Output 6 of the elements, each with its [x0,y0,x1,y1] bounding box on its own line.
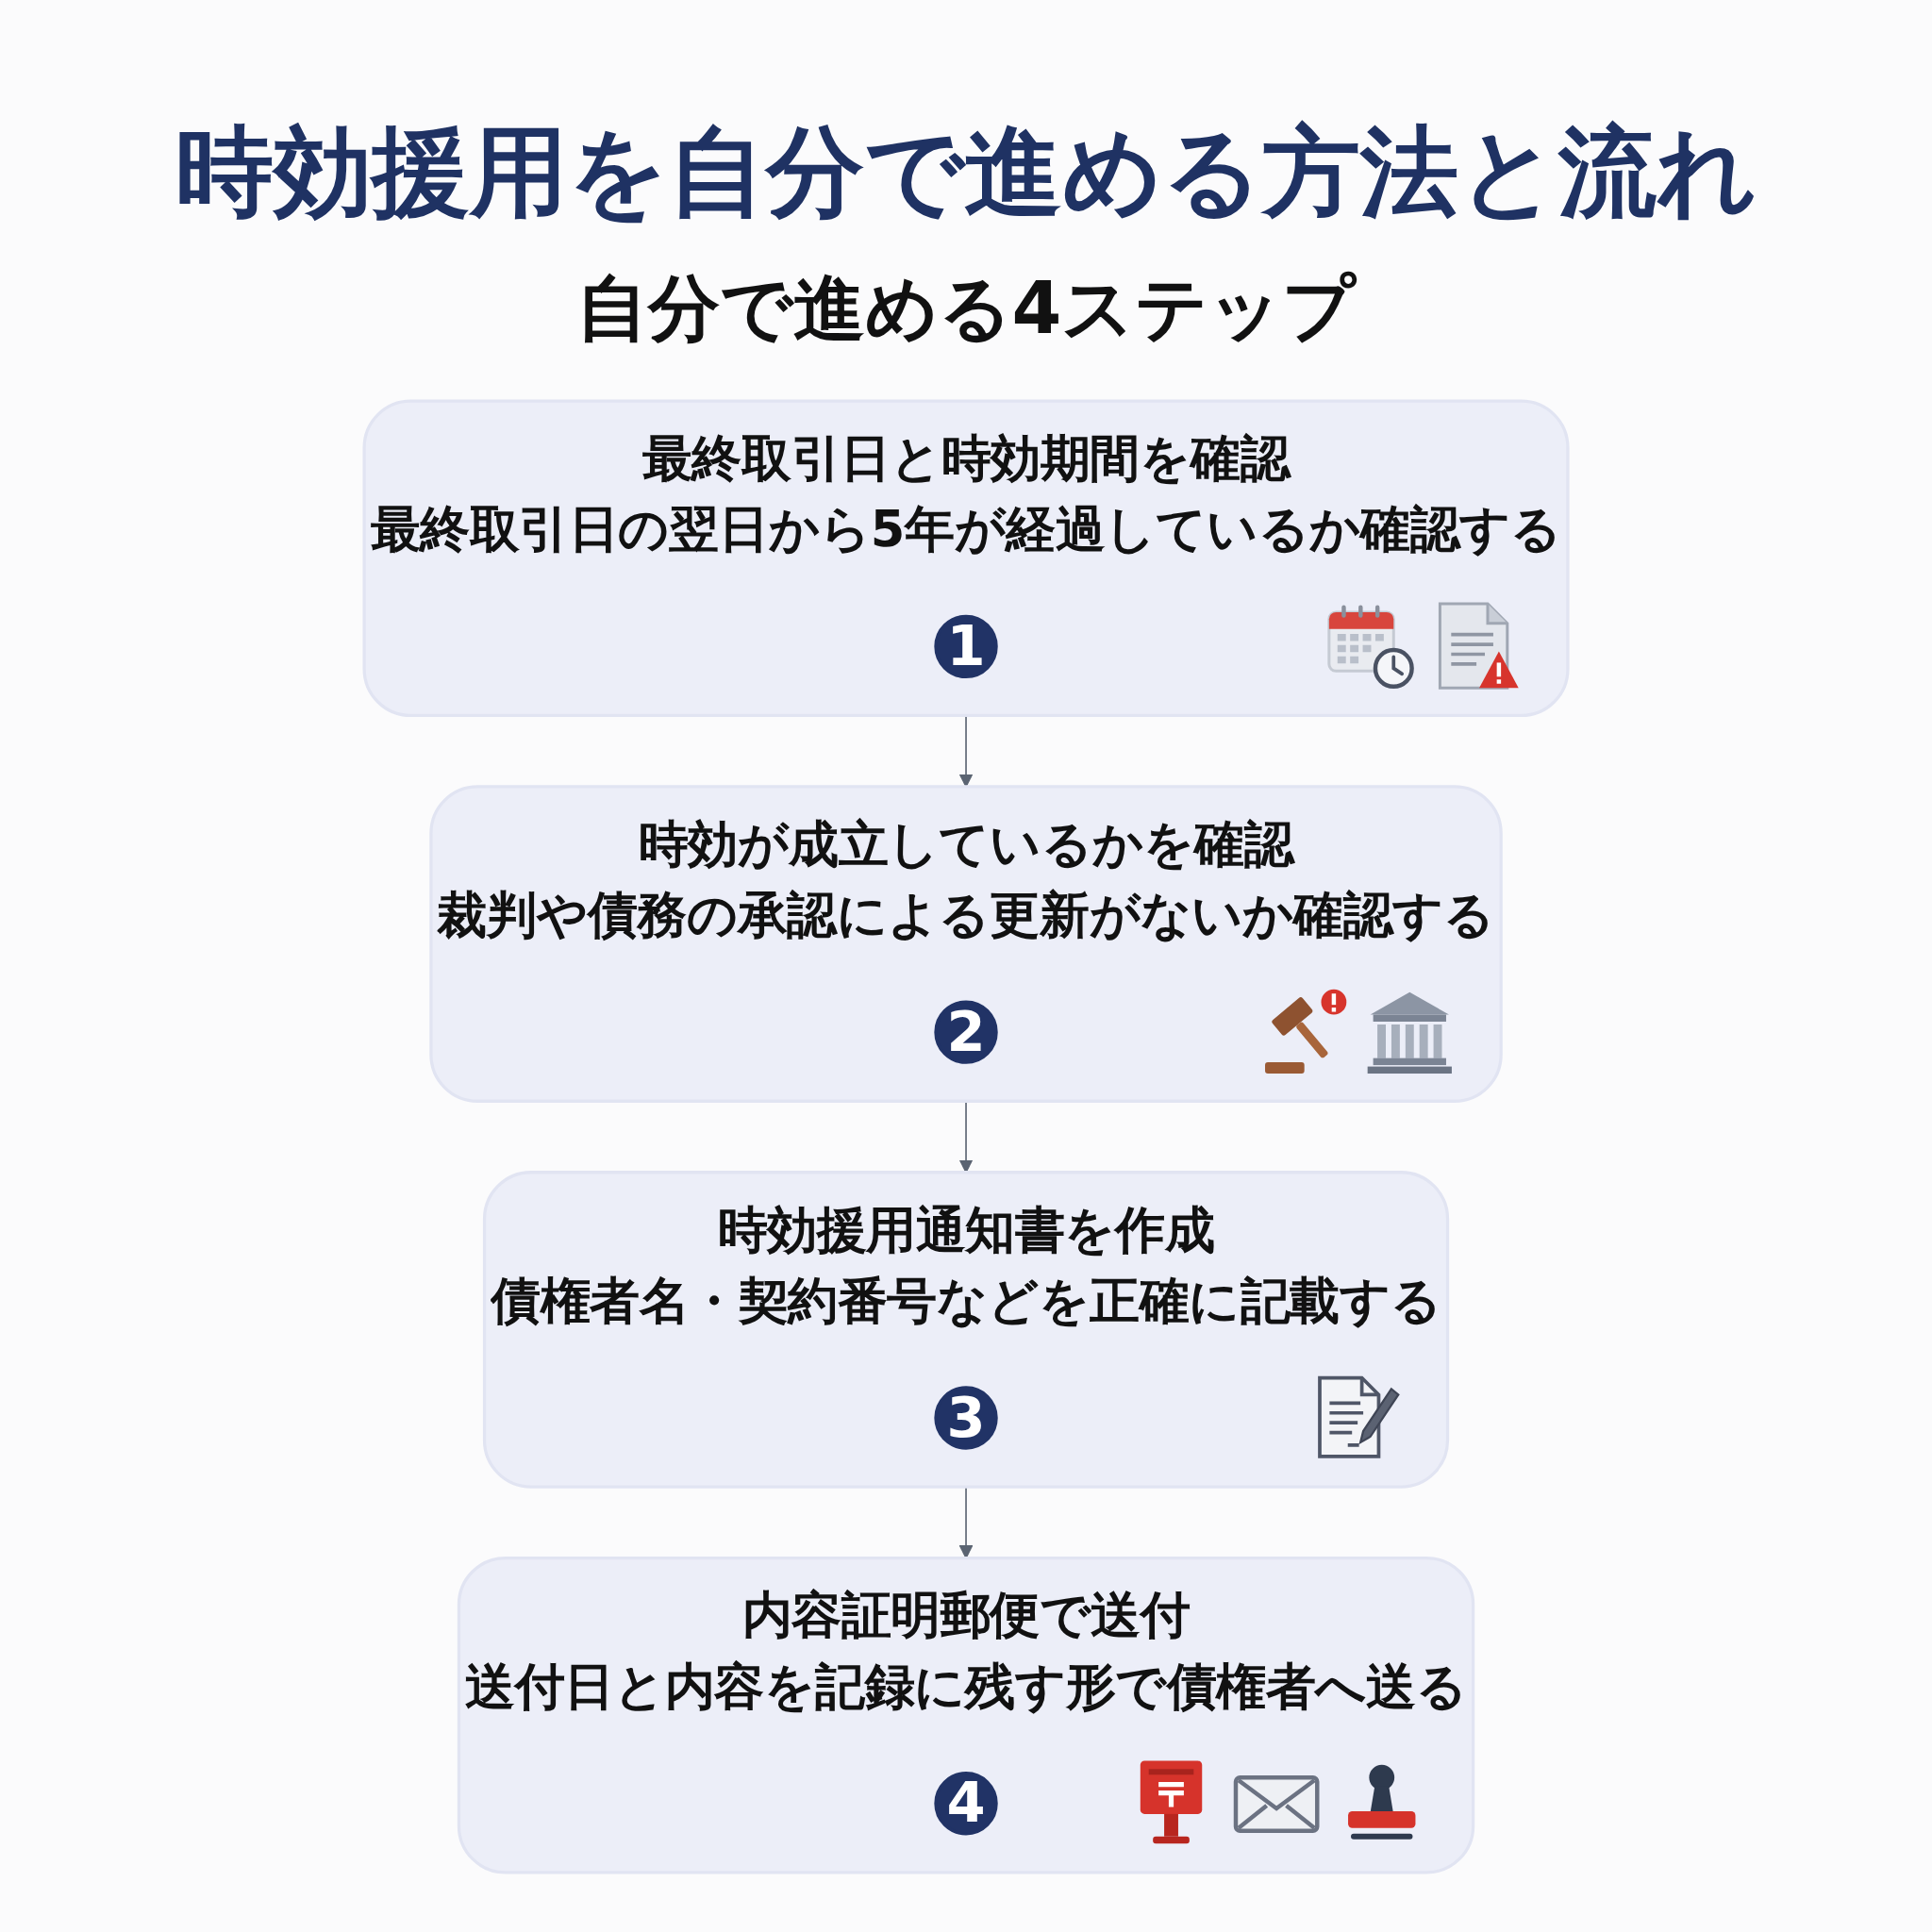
node-circle: 3 [934,1386,998,1450]
subtitle: 自分で進める4ステップ [575,264,1357,351]
node-circle: 1 [934,614,998,679]
node-circle: 2 [934,1000,998,1064]
node-circle: 4 [934,1772,998,1836]
title: 時効援用を自分で進める方法と流れ [175,113,1757,231]
